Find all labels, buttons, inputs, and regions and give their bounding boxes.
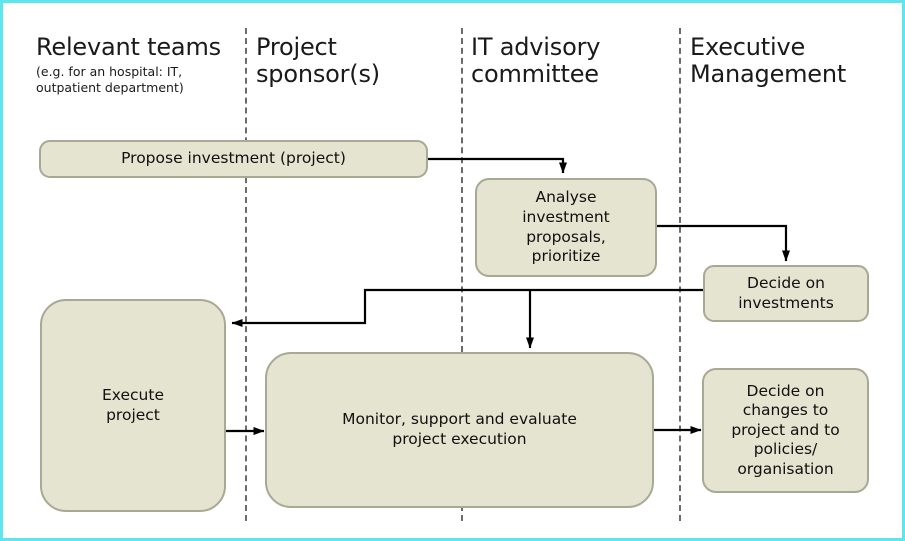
node-decide-on-investments[interactable]: Decide on investments [703, 265, 869, 322]
node-label: Decide on investments [738, 273, 834, 312]
connector-analyse-to-decide-investments [657, 224, 790, 262]
node-label: Execute project [102, 385, 164, 424]
lane-divider-3 [679, 28, 681, 521]
lane-title: IT advisory committee [471, 33, 601, 88]
lane-header-executive-management: Executive Management [690, 34, 900, 88]
lane-divider-2 [461, 28, 463, 521]
node-label: Decide on changes to project and to poli… [731, 381, 840, 478]
lane-title: Relevant teams [36, 33, 221, 61]
lane-divider-1 [245, 28, 247, 521]
node-label: Propose investment (project) [121, 149, 346, 168]
lane-header-relevant-teams: Relevant teams (e.g. for an hospital: IT… [36, 34, 241, 95]
node-label: Monitor, support and evaluate project ex… [342, 410, 577, 448]
node-decide-on-changes[interactable]: Decide on changes to project and to poli… [702, 368, 869, 493]
lane-subtitle: (e.g. for an hospital: IT, outpatient de… [36, 63, 184, 95]
node-analyse-investment-proposals[interactable]: Analyse investment proposals, prioritize [475, 178, 657, 277]
node-label: Analyse investment proposals, prioritize [522, 188, 610, 266]
connector-decide-investments-to-execute [231, 288, 703, 327]
lane-header-it-advisory-committee: IT advisory committee [471, 34, 676, 88]
node-execute-project[interactable]: Execute project [40, 299, 226, 512]
lane-title: Project sponsor(s) [256, 33, 380, 88]
connector-propose-to-analyse [427, 157, 567, 174]
node-monitor-support-evaluate[interactable]: Monitor, support and evaluate project ex… [265, 352, 654, 508]
node-propose-investment[interactable]: Propose investment (project) [39, 140, 428, 178]
lane-header-project-sponsors: Project sponsor(s) [256, 34, 456, 88]
lane-title: Executive Management [690, 33, 847, 88]
